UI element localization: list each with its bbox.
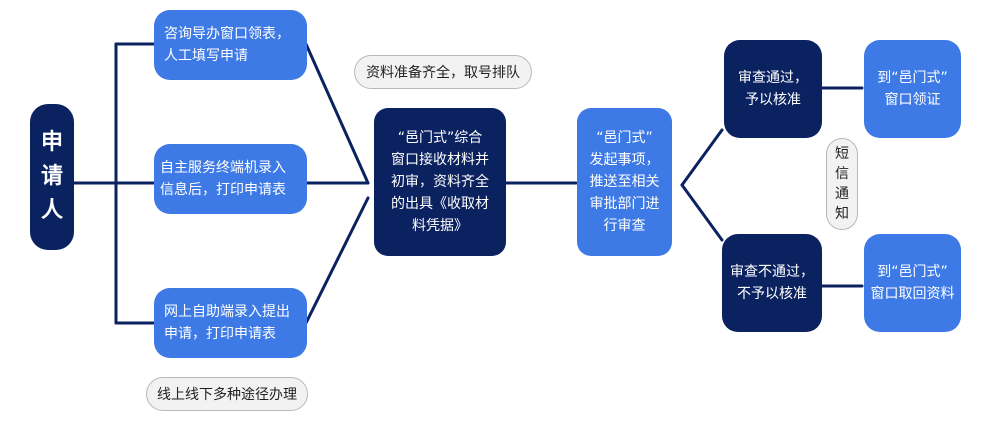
note-queue: 资料准备齐全，取号排队: [354, 55, 532, 89]
note-channels: 线上线下多种途径办理: [146, 377, 308, 411]
applicant-node: 申 请 人: [30, 104, 74, 250]
action-collect-certificate-node: 到“邑门式” 窗口领证: [864, 40, 961, 138]
channel-online-node: 网上自助端录入提出 申请，打印申请表: [154, 288, 307, 358]
note-sms: 短 信 通 知: [826, 138, 858, 230]
action-retrieve-materials-node: 到“邑门式” 窗口取回资料: [864, 234, 961, 332]
connector-dispatch-pass: [680, 128, 724, 187]
window-acceptance-node: “邑门式”综合 窗口接收材料并 初审，资料齐全 的出具《收取材 料凭据》: [374, 108, 506, 256]
dispatch-node: “邑门式” 发起事项， 推送至相关 审批部门进 行审查: [577, 108, 672, 256]
channel-terminal-node: 自主服务终端机录入 信息后，打印申请表: [154, 144, 307, 214]
channel-counter-node: 咨询导办窗口领表， 人工填写申请: [154, 10, 307, 80]
connector-channel1-window: [304, 42, 370, 185]
connector-channel3-window: [304, 196, 370, 325]
connector-dispatch-fail: [680, 183, 724, 242]
outcome-pass-node: 审查通过， 予以核准: [724, 40, 822, 138]
outcome-fail-node: 审查不通过， 不予以核准: [722, 234, 822, 332]
